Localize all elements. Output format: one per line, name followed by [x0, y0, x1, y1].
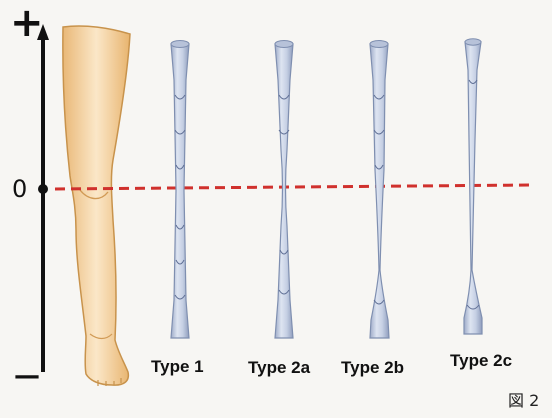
vessel-top-opening: [370, 41, 388, 48]
vessel-top-opening: [275, 41, 293, 48]
vessel-top-opening: [171, 41, 189, 48]
axis-zero-label: 0: [12, 175, 27, 203]
vessel-top-opening: [465, 39, 481, 45]
leg-illustration: [63, 26, 130, 386]
vessel-body: [370, 44, 389, 338]
axis-plus-label: +: [10, 0, 44, 46]
type-2b-label: Type 2b: [341, 358, 404, 377]
type-2c-label: Type 2c: [450, 351, 512, 370]
figure-number: 図 2: [508, 391, 539, 410]
pressure-axis: + 0 —: [10, 0, 49, 391]
vessel-body: [171, 44, 189, 338]
zero-reference-line: [55, 185, 532, 189]
vessel-body: [464, 42, 482, 334]
axis-zero-marker: [38, 184, 48, 194]
vessel-type-2a: [275, 41, 293, 339]
axis-minus-label: —: [14, 361, 40, 391]
vessel-type-2b: [370, 41, 389, 339]
leg-shape: [63, 26, 130, 385]
type-1-label: Type 1: [151, 357, 204, 376]
type-2a-label: Type 2a: [248, 358, 311, 377]
